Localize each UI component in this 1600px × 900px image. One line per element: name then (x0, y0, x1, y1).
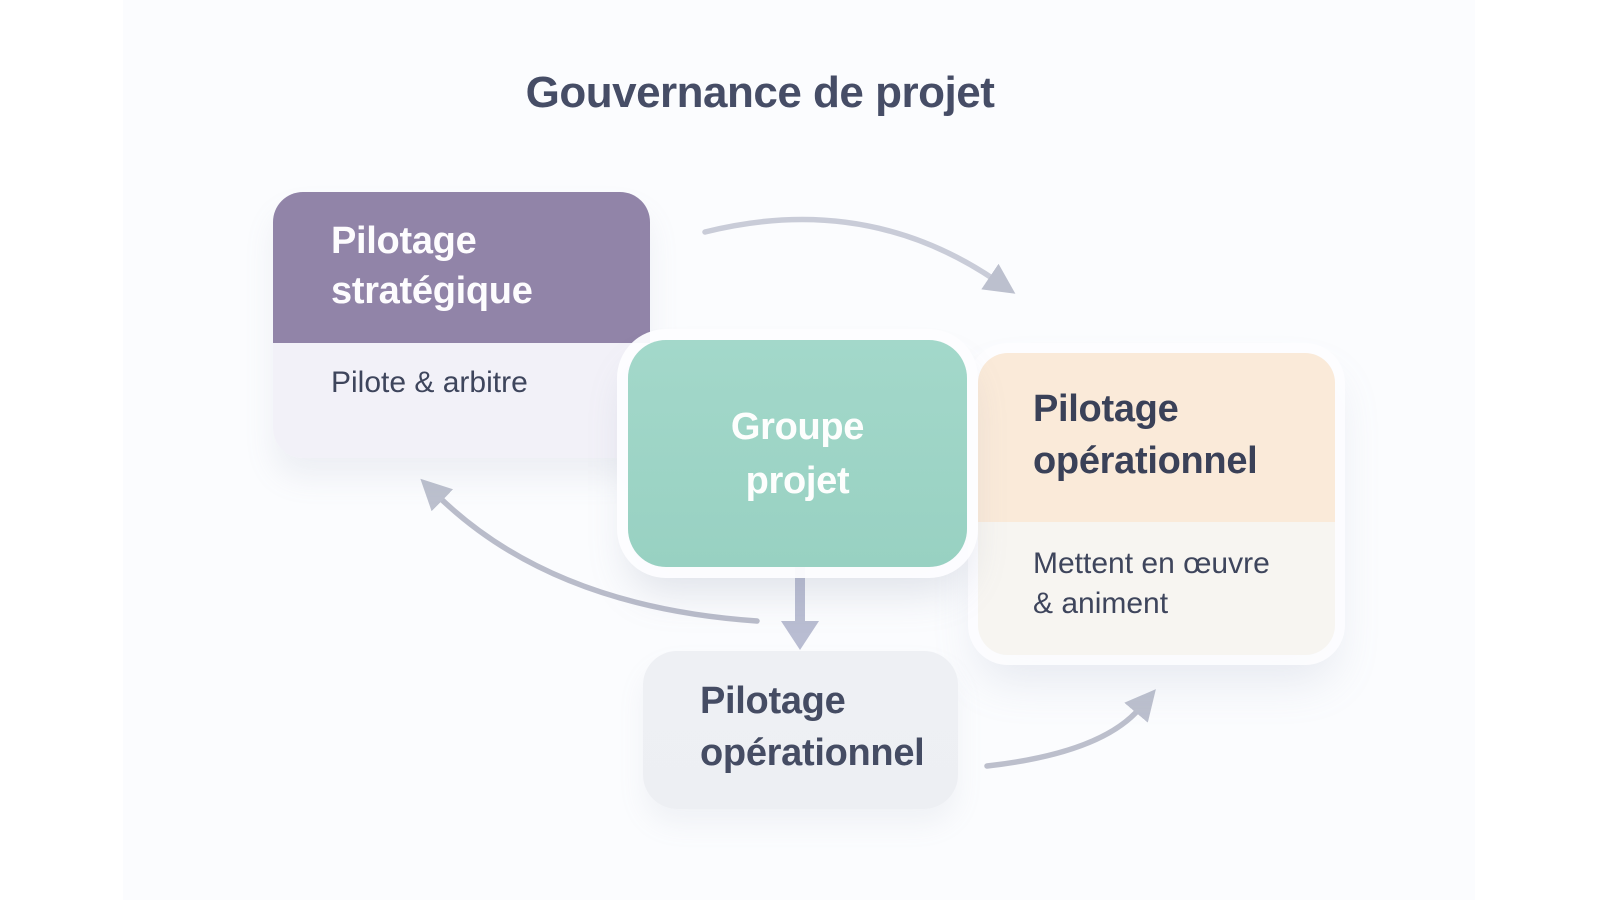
page-title: Gouvernance de projet (525, 68, 995, 117)
card-pilotage-operationnel-subtitle: Mettent en œuvre & animent (978, 522, 1335, 655)
card-pilotage-operationnel-title: Pilotage opérationnel (978, 353, 1335, 522)
card-groupe-projet-title: Groupe projet (730, 405, 865, 502)
card-pilotage-operationnel-detail: Pilotage opérationnel Mettent en œuvre &… (978, 353, 1335, 655)
card-groupe-projet: Groupe projet (628, 340, 967, 567)
card-pilotage-strategique-title: Pilotage stratégique (273, 192, 650, 343)
card-pilotage-operationnel-node: Pilotage opérationnel (643, 651, 958, 809)
card-pilotage-strategique-subtitle: Pilote & arbitre (273, 343, 650, 458)
card-pilotage-strategique: Pilotage stratégique Pilote & arbitre (273, 192, 650, 458)
